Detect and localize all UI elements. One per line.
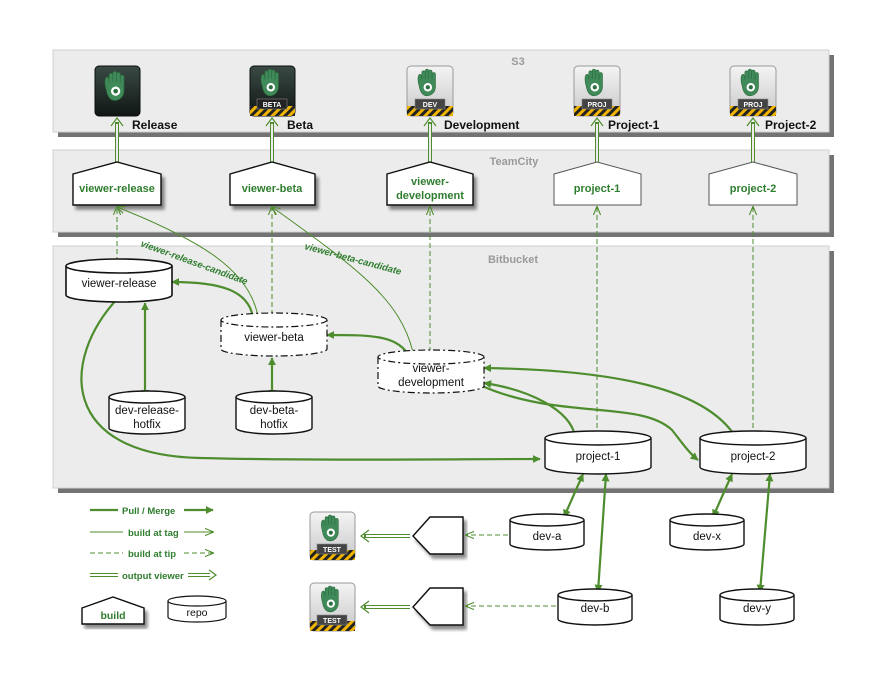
repo-label-line-1: dev-beta- — [250, 405, 299, 417]
icon-release — [94, 65, 141, 117]
repo-dev-x: dev-x — [669, 513, 745, 551]
legend-label: output viewer — [122, 571, 184, 582]
legend-label: repo — [186, 607, 207, 619]
repo-viewer-beta: viewer-beta — [220, 312, 328, 357]
legend-build-at-tip: build at tip — [90, 549, 213, 560]
repo-label-line-2: hotfix — [260, 419, 288, 431]
icon-project-2: PROJ — [729, 65, 777, 117]
repo-label-line-1: viewer- — [412, 363, 449, 375]
badge-proj-1: PROJ — [587, 102, 606, 109]
legend-pull-merge: Pull / Merge — [90, 506, 214, 517]
repo-viewer-release: viewer-release — [65, 258, 173, 303]
repo-dev-release-hotfix: dev-release- hotfix — [108, 390, 186, 435]
legend: Pull / Merge build at tag build at tip o… — [81, 506, 227, 625]
s3-label-release: Release — [132, 118, 178, 132]
legend-output-viewer: output viewer — [90, 569, 218, 582]
repo-label: viewer-release — [82, 278, 157, 290]
output-viewer-arrows — [110, 117, 760, 162]
s3-label-beta: Beta — [287, 118, 313, 132]
repo-label: dev-x — [693, 531, 721, 543]
test-build-dev-a — [412, 516, 464, 555]
build-label-line-1: viewer- — [411, 176, 449, 188]
repo-project-1: project-1 — [544, 430, 652, 475]
dev-tip-arrows — [466, 535, 556, 606]
icon-test-a: TEST — [309, 511, 356, 561]
repo-dev-beta-hotfix: dev-beta- hotfix — [235, 390, 313, 435]
build-at-tip-arrows — [117, 207, 753, 436]
repo-label-line-1: dev-release- — [115, 405, 179, 417]
repo-label: project-2 — [731, 451, 776, 463]
repo-dev-a: dev-a — [509, 513, 585, 551]
legend-label: build at tag — [128, 528, 179, 539]
build-at-tag-arrows — [117, 207, 414, 353]
build-label: project-1 — [574, 183, 620, 195]
repo-label-line-2: hotfix — [133, 419, 161, 431]
badge-beta: BETA — [263, 102, 282, 109]
s3-label-development: Development — [444, 118, 519, 132]
s3-label-project-2: Project-2 — [765, 118, 817, 132]
test-output-arrows — [360, 529, 410, 614]
s3-title: S3 — [511, 56, 524, 68]
bitbucket-panel: Bitbucket — [52, 245, 834, 493]
icon-beta: BETA — [249, 65, 296, 117]
build-label-line-2: development — [396, 190, 464, 202]
build-viewer-development: viewer- development — [386, 161, 474, 206]
badge-proj-2: PROJ — [743, 102, 762, 109]
teamcity-title: TeamCity — [490, 156, 540, 168]
badge-test: TEST — [323, 618, 342, 625]
legend-label: build at tip — [128, 549, 176, 560]
repo-dev-y: dev-y — [719, 588, 795, 626]
repo-project-2: project-2 — [699, 430, 807, 475]
icon-test-b: TEST — [309, 582, 356, 632]
repo-viewer-development: viewer- development — [377, 349, 485, 394]
build-viewer-beta: viewer-beta — [229, 161, 316, 206]
legend-build-at-tag: build at tag — [90, 528, 213, 539]
repo-label: dev-y — [743, 603, 771, 615]
build-viewer-release: viewer-release — [72, 161, 162, 206]
legend-repo-shape: repo — [167, 595, 227, 623]
repo-label: project-1 — [576, 451, 621, 463]
bitbucket-title: Bitbucket — [488, 254, 538, 266]
pull-merge-arrows — [80, 278, 774, 593]
legend-label: build — [100, 610, 125, 622]
badge-dev: DEV — [423, 102, 438, 109]
build-label: project-2 — [730, 183, 776, 195]
legend-label: Pull / Merge — [122, 506, 175, 517]
legend-build-shape: build — [81, 596, 145, 625]
repo-dev-b: dev-b — [557, 588, 633, 626]
build-label: viewer-release — [79, 183, 155, 195]
s3-label-project-1: Project-1 — [608, 118, 660, 132]
repo-label-line-2: development — [398, 377, 465, 389]
build-project-2: project-2 — [708, 161, 798, 206]
build-label: viewer-beta — [242, 183, 303, 195]
build-project-1: project-1 — [553, 161, 642, 206]
badge-test: TEST — [323, 547, 342, 554]
repo-label: dev-b — [581, 603, 610, 615]
repo-label: dev-a — [533, 531, 562, 543]
test-build-dev-b — [412, 587, 464, 626]
repo-label: viewer-beta — [244, 332, 304, 344]
icon-project-1: PROJ — [573, 65, 621, 117]
icon-development: DEV — [406, 65, 454, 117]
